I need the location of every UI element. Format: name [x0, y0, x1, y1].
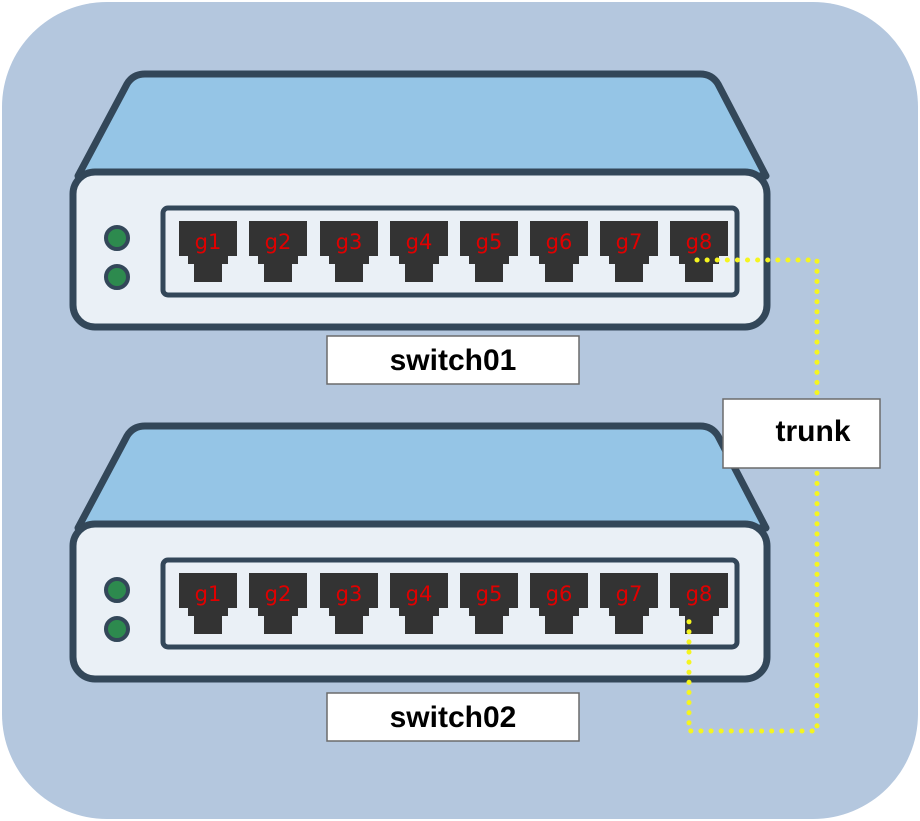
- switch-2-port-g2: g2: [249, 573, 307, 634]
- port-jack: [460, 573, 518, 634]
- port-label: g4: [406, 582, 433, 606]
- port-jack: [390, 573, 448, 634]
- port-label: g8: [686, 582, 713, 606]
- switch-2: g1 g2 g3 g4 g5 g6 g7 g8: [69, 422, 771, 683]
- switch-2-led-2: [104, 616, 130, 642]
- switch-1-name-box: switch01: [326, 335, 580, 385]
- switch-1-port-g1: g1: [179, 221, 237, 282]
- port-jack: [249, 221, 307, 282]
- switch-2-port-g6: g6: [530, 573, 588, 634]
- switch-2-name: switch02: [390, 701, 517, 734]
- switch-2-port-g4: g4: [390, 573, 448, 634]
- trunk-cable: [686, 257, 820, 734]
- port-label: g7: [616, 582, 643, 606]
- port-label: g1: [195, 230, 222, 254]
- trunk-label: trunk: [776, 415, 851, 448]
- switch-1-port-g5: g5: [460, 221, 518, 282]
- port-jack: [530, 573, 588, 634]
- switch-2-port-g3: g3: [320, 573, 378, 634]
- port-label: g8: [686, 230, 713, 254]
- switch-2-port-g7: g7: [600, 573, 658, 634]
- port-jack: [670, 573, 728, 634]
- port-jack: [320, 573, 378, 634]
- port-jack: [179, 573, 237, 634]
- switch-1-port-g7: g7: [600, 221, 658, 282]
- switch-1-top: [74, 70, 770, 180]
- port-label: g2: [265, 582, 292, 606]
- switch-2-led-1: [104, 577, 130, 603]
- port-label: g2: [265, 230, 292, 254]
- switch-1-led-1: [104, 225, 130, 251]
- port-label: g6: [546, 230, 573, 254]
- port-label: g3: [336, 582, 363, 606]
- port-label: g5: [476, 230, 503, 254]
- port-jack: [600, 221, 658, 282]
- switch-1-port-g4: g4: [390, 221, 448, 282]
- switch-1-name-background: [326, 335, 580, 385]
- switch-1-port-g3: g3: [320, 221, 378, 282]
- trunk-label-box: trunk: [722, 398, 881, 469]
- switch-2-name-background: [326, 692, 580, 742]
- switch-2-port-g1: g1: [179, 573, 237, 634]
- switch-1-name: switch01: [390, 344, 517, 377]
- port-label: g4: [406, 230, 433, 254]
- switch-2-port-g5: g5: [460, 573, 518, 634]
- port-jack: [460, 221, 518, 282]
- switch-1: g1 g2 g3 g4 g5 g6 g7 g8: [69, 70, 771, 331]
- port-label: g5: [476, 582, 503, 606]
- port-jack: [600, 573, 658, 634]
- port-label: g1: [195, 582, 222, 606]
- port-jack: [530, 221, 588, 282]
- port-jack: [320, 221, 378, 282]
- port-jack: [249, 573, 307, 634]
- switch-2-name-box: switch02: [326, 692, 580, 742]
- port-jack: [670, 221, 728, 282]
- switch-2-top: [74, 422, 770, 532]
- port-label: g6: [546, 582, 573, 606]
- port-jack: [390, 221, 448, 282]
- switch-2-port-g8: g8: [670, 573, 728, 634]
- port-label: g3: [336, 230, 363, 254]
- switch-1-port-g8: g8: [670, 221, 728, 282]
- port-jack: [179, 221, 237, 282]
- trunk-label-background: [722, 398, 881, 469]
- port-label: g7: [616, 230, 643, 254]
- switch-1-led-2: [104, 264, 130, 290]
- switch-1-port-g2: g2: [249, 221, 307, 282]
- switch-1-port-g6: g6: [530, 221, 588, 282]
